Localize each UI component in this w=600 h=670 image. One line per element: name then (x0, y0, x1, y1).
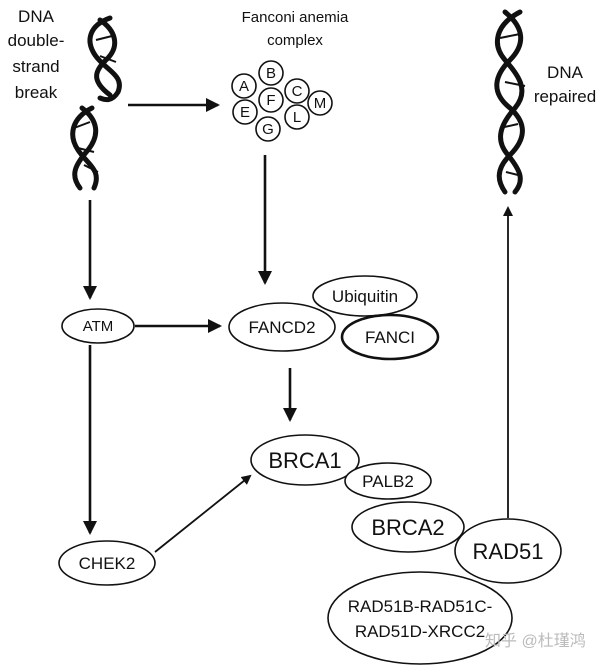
broken-dna-helix-icon (70, 15, 122, 191)
label-line: break (15, 83, 58, 102)
repaired-dna-helix-icon (494, 9, 526, 195)
fa-subunit-e: E (232, 99, 258, 125)
svg-text:RAD51D-XRCC2: RAD51D-XRCC2 (355, 622, 485, 641)
brca2-node: BRCA2 (351, 501, 465, 553)
svg-text:RAD51: RAD51 (473, 539, 544, 564)
chek2-node: CHEK2 (58, 540, 156, 586)
svg-text:BRCA2: BRCA2 (371, 515, 444, 540)
rad51-paralogs-node: RAD51B-RAD51C- RAD51D-XRCC2 (327, 571, 513, 665)
fa-subunit-m: M (307, 90, 333, 116)
fa-subunit-g: G (255, 116, 281, 142)
fanconi-complex: A B C M F E L G (231, 60, 333, 142)
rad51-node: RAD51 (454, 518, 562, 584)
svg-text:E: E (240, 104, 250, 121)
fa-subunit-b: B (258, 60, 284, 86)
watermark: 知乎 @杜瑾鸿 (485, 632, 586, 650)
brca1-node: BRCA1 (250, 434, 360, 486)
repaired-label-line1: DNA (547, 63, 584, 82)
fa-title-line2: complex (267, 32, 323, 49)
ubiquitin-node: Ubiquitin (312, 275, 418, 317)
svg-text:PALB2: PALB2 (362, 472, 414, 491)
svg-text:A: A (239, 78, 249, 95)
svg-text:FANCI: FANCI (365, 328, 415, 347)
svg-text:M: M (314, 95, 327, 112)
svg-text:FANCD2: FANCD2 (248, 318, 315, 337)
svg-text:CHEK2: CHEK2 (79, 554, 136, 573)
label-line: strand (12, 57, 59, 76)
repaired-label-line2: repaired (534, 87, 596, 106)
svg-text:F: F (266, 92, 275, 109)
label-line: DNA (18, 7, 55, 26)
fa-subunit-c: C (284, 78, 310, 104)
svg-text:BRCA1: BRCA1 (268, 448, 341, 473)
svg-text:RAD51B-RAD51C-: RAD51B-RAD51C- (348, 597, 493, 616)
label-line: double- (8, 31, 65, 50)
svg-text:C: C (292, 83, 303, 100)
fa-subunit-l: L (284, 104, 310, 130)
dna-break-label: DNA double- strand break (8, 7, 65, 102)
fa-subunit-a: A (231, 73, 257, 99)
svg-text:G: G (262, 121, 274, 138)
fanci-node: FANCI (340, 313, 440, 361)
svg-text:ATM: ATM (83, 318, 114, 335)
svg-text:Ubiquitin: Ubiquitin (332, 287, 398, 306)
palb2-node: PALB2 (344, 462, 432, 500)
fa-subunit-f: F (258, 87, 284, 113)
fa-title-line1: Fanconi anemia (242, 9, 349, 26)
arrow-chek2-to-brca1 (154, 474, 252, 553)
svg-text:L: L (293, 109, 301, 126)
atm-node: ATM (61, 308, 135, 344)
svg-text:B: B (266, 65, 276, 82)
fancd2-node: FANCD2 (228, 302, 336, 352)
